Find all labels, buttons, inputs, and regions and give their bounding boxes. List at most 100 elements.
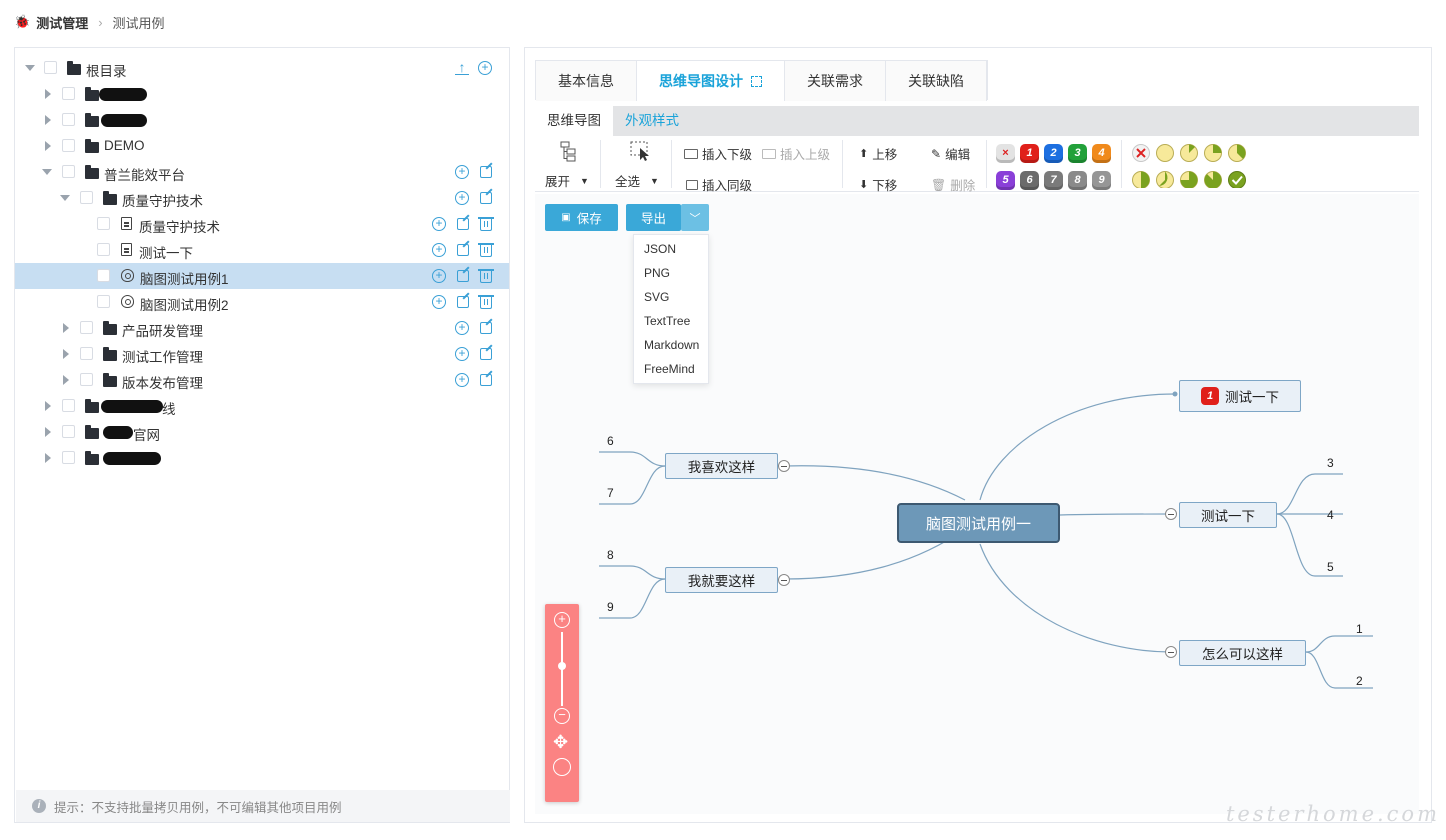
export-svg[interactable]: SVG bbox=[644, 290, 670, 304]
tree-checkbox[interactable] bbox=[44, 61, 57, 74]
tree-row[interactable]: 测试一下 + bbox=[15, 237, 509, 263]
add-node-icon[interactable]: + bbox=[455, 373, 469, 387]
move-down-button[interactable]: ⬇下移 bbox=[859, 175, 897, 194]
insert-child-button[interactable]: 插入下级 bbox=[684, 144, 752, 163]
tab-mindmap-design[interactable]: 思维导图设计 bbox=[637, 61, 785, 101]
tree-checkbox[interactable] bbox=[62, 139, 75, 152]
priority-6-icon[interactable]: 6 bbox=[1020, 171, 1039, 190]
mindmap-node[interactable]: 1 测试一下 bbox=[1179, 380, 1301, 412]
zoom-out-icon[interactable]: − bbox=[554, 708, 570, 724]
tree-row[interactable]: 线 bbox=[15, 393, 509, 419]
tab-related-defects[interactable]: 关联缺陷 bbox=[886, 61, 987, 101]
edit-icon[interactable] bbox=[480, 192, 492, 204]
tree-row[interactable] bbox=[15, 445, 509, 471]
collapse-toggle-icon[interactable] bbox=[778, 574, 790, 586]
mindmap-leaf[interactable]: 4 bbox=[1327, 508, 1334, 522]
zoom-in-icon[interactable]: + bbox=[554, 612, 570, 628]
expand-tree-icon[interactable] bbox=[559, 140, 581, 162]
tree-row[interactable] bbox=[15, 107, 509, 133]
tree-row-demo[interactable]: DEMO bbox=[15, 133, 509, 159]
add-node-icon[interactable]: + bbox=[455, 191, 469, 205]
move-up-button[interactable]: ⬆上移 bbox=[859, 144, 897, 163]
expand-caret-icon[interactable] bbox=[45, 453, 51, 463]
mindmap-leaf[interactable]: 2 bbox=[1356, 674, 1363, 688]
add-node-icon[interactable]: + bbox=[432, 269, 446, 283]
tree-checkbox[interactable] bbox=[62, 87, 75, 100]
expand-dropdown[interactable]: 展开▼ bbox=[545, 171, 589, 190]
move-canvas-icon[interactable]: ✥ bbox=[553, 732, 569, 752]
select-all-icon[interactable] bbox=[629, 140, 651, 162]
delete-icon[interactable] bbox=[478, 295, 494, 309]
tree-row[interactable]: 质量守护技术 + bbox=[15, 211, 509, 237]
collapse-caret-icon[interactable] bbox=[60, 195, 70, 201]
add-node-icon[interactable]: + bbox=[432, 243, 446, 257]
priority-2-icon[interactable]: 2 bbox=[1044, 144, 1063, 163]
delete-button[interactable]: 🗑删除 bbox=[931, 175, 975, 194]
tree-row[interactable]: 版本发布管理 + bbox=[15, 367, 509, 393]
edit-icon[interactable] bbox=[457, 296, 469, 308]
expand-caret-icon[interactable] bbox=[63, 323, 69, 333]
tree-checkbox[interactable] bbox=[97, 295, 110, 308]
collapse-caret-icon[interactable] bbox=[42, 169, 52, 175]
collapse-toggle-icon[interactable] bbox=[778, 460, 790, 472]
breadcrumb-root[interactable]: 测试管理 bbox=[36, 15, 89, 31]
export-freemind[interactable]: FreeMind bbox=[644, 362, 695, 376]
edit-button[interactable]: ✎编辑 bbox=[931, 144, 970, 163]
subtab-appearance[interactable]: 外观样式 bbox=[625, 113, 679, 128]
edit-icon[interactable] bbox=[457, 270, 469, 282]
subtab-mindmap[interactable]: 思维导图 bbox=[535, 106, 613, 136]
tree-row[interactable]: 普兰能效平台 + bbox=[15, 159, 509, 185]
export-dropdown-toggle[interactable]: ﹀ bbox=[681, 204, 709, 231]
collapse-toggle-icon[interactable] bbox=[1165, 508, 1177, 520]
tree-checkbox[interactable] bbox=[80, 321, 93, 334]
edit-icon[interactable] bbox=[457, 218, 469, 230]
tree-checkbox[interactable] bbox=[97, 243, 110, 256]
priority-4-icon[interactable]: 4 bbox=[1092, 144, 1111, 163]
insert-sibling-button[interactable]: 插入同级 bbox=[686, 175, 752, 194]
tree-row-selected[interactable]: 脑图测试用例1 + bbox=[15, 263, 509, 289]
expand-caret-icon[interactable] bbox=[63, 375, 69, 385]
expand-caret-icon[interactable] bbox=[63, 349, 69, 359]
priority-5-icon[interactable]: 5 bbox=[996, 171, 1015, 190]
add-node-icon[interactable]: + bbox=[478, 61, 492, 75]
delete-icon[interactable] bbox=[478, 243, 494, 257]
locate-center-icon[interactable] bbox=[553, 758, 571, 776]
tree-checkbox[interactable] bbox=[97, 217, 110, 230]
tree-checkbox[interactable] bbox=[97, 269, 110, 282]
tree-row[interactable]: 测试工作管理 + bbox=[15, 341, 509, 367]
tree-checkbox[interactable] bbox=[62, 165, 75, 178]
add-node-icon[interactable]: + bbox=[432, 295, 446, 309]
expand-caret-icon[interactable] bbox=[45, 89, 51, 99]
mindmap-leaf[interactable]: 7 bbox=[607, 486, 614, 500]
mindmap-leaf[interactable]: 8 bbox=[607, 548, 614, 562]
tree-row[interactable]: 官网 bbox=[15, 419, 509, 445]
tree-row[interactable]: 产品研发管理 + bbox=[15, 315, 509, 341]
add-node-icon[interactable]: + bbox=[432, 217, 446, 231]
tree-row[interactable] bbox=[15, 81, 509, 107]
zoom-slider-thumb[interactable] bbox=[558, 662, 566, 670]
mindmap-node[interactable]: 测试一下 bbox=[1179, 502, 1277, 528]
export-markdown[interactable]: Markdown bbox=[644, 338, 700, 352]
tree-checkbox[interactable] bbox=[80, 373, 93, 386]
tree-checkbox[interactable] bbox=[62, 425, 75, 438]
edit-icon[interactable] bbox=[480, 166, 492, 178]
expand-caret-icon[interactable] bbox=[45, 427, 51, 437]
expand-caret-icon[interactable] bbox=[45, 115, 51, 125]
mindmap-canvas[interactable]: ▣保存 导出 ﹀ JSON PNG SVG TextTree Markdown … bbox=[535, 194, 1419, 814]
tab-basic-info[interactable]: 基本信息 bbox=[536, 61, 637, 101]
delete-icon[interactable] bbox=[478, 269, 494, 283]
priority-clear-icon[interactable]: × bbox=[996, 144, 1015, 163]
mindmap-root-node[interactable]: 脑图测试用例一 bbox=[897, 503, 1060, 543]
edit-icon[interactable] bbox=[457, 244, 469, 256]
expand-caret-icon[interactable] bbox=[45, 401, 51, 411]
mindmap-leaf[interactable]: 1 bbox=[1356, 622, 1363, 636]
export-png[interactable]: PNG bbox=[644, 266, 671, 280]
tree-checkbox[interactable] bbox=[62, 113, 75, 126]
priority-3-icon[interactable]: 3 bbox=[1068, 144, 1087, 163]
mindmap-leaf[interactable]: 3 bbox=[1327, 456, 1334, 470]
priority-1-icon[interactable]: 1 bbox=[1020, 144, 1039, 163]
priority-8-icon[interactable]: 8 bbox=[1068, 171, 1087, 190]
edit-icon[interactable] bbox=[480, 322, 492, 334]
add-node-icon[interactable]: + bbox=[455, 321, 469, 335]
mindmap-node[interactable]: 我喜欢这样 bbox=[665, 453, 778, 479]
